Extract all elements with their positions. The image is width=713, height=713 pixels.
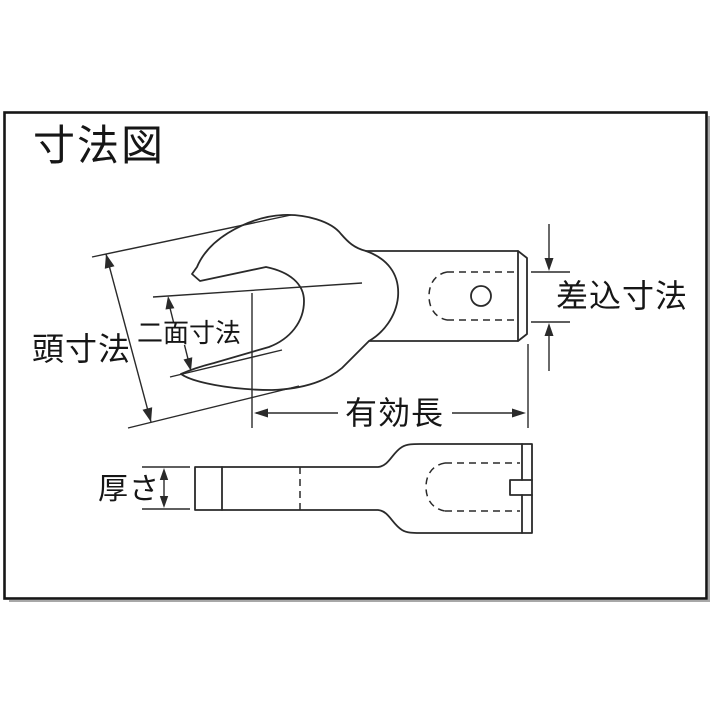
pin-hole (470, 285, 492, 307)
thickness-label: 厚さ (98, 473, 160, 506)
thickness-arrowhead-bottom (159, 496, 169, 508)
head-dim-line (105, 253, 152, 423)
frame-shadow (9, 116, 710, 602)
insertion-arrowhead-upper (544, 258, 554, 271)
head-dim-arrowhead-top (104, 254, 115, 269)
head-dimension-label: 頭寸法 (32, 331, 131, 367)
flats-ext-line-lower (169, 349, 283, 378)
diagram-title: 寸法図 (33, 122, 165, 169)
head-dim-arrowhead-bottom (142, 407, 153, 422)
insertion-dimension-label: 差込寸法 (556, 278, 688, 314)
flats-arrow-tail-lower (183, 344, 189, 360)
insertion-arrowhead-lower (544, 323, 554, 336)
thickness-arrowhead-top (159, 468, 169, 480)
width-across-flats-label: 二面寸法 (137, 318, 241, 348)
side-view-slot-notch (509, 479, 533, 496)
flats-ext-line-upper (152, 282, 363, 298)
flats-arrowhead-lower (183, 357, 193, 371)
side-view-outline (194, 443, 533, 534)
flats-arrow-tail-upper (169, 307, 175, 323)
tang-outline-top-view (365, 250, 528, 342)
flats-arrowhead-upper (165, 296, 175, 310)
effective-length-label: 有効長 (345, 395, 444, 431)
effective-length-arrowhead-left (254, 408, 268, 418)
effective-length-arrowhead-right (512, 408, 526, 418)
head-dim-ext-line-lower (127, 385, 300, 429)
head-dim-ext-line-upper (91, 214, 292, 258)
